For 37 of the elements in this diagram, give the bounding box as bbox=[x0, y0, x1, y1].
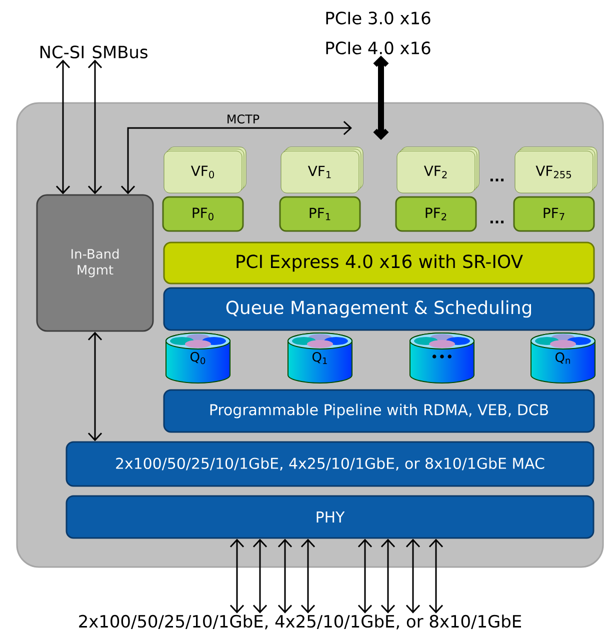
function-box: PF$_{0}$ bbox=[162, 196, 244, 232]
arrow bbox=[88, 332, 102, 442]
arrow bbox=[380, 538, 396, 614]
arrow bbox=[230, 538, 244, 614]
block-bar: PHY bbox=[66, 495, 594, 539]
function-box: PF$_{7}$ bbox=[513, 196, 595, 232]
queue-cylinder: Q$_{1}$ bbox=[288, 332, 352, 384]
management-box: In-Band Mgmt bbox=[36, 194, 154, 332]
arrow bbox=[428, 538, 444, 614]
function-box: PF$_{2}$ bbox=[395, 196, 477, 232]
ellipsis: ... bbox=[490, 178, 504, 182]
block-bar: PCI Express 4.0 x16 with SR-IOV bbox=[163, 242, 595, 284]
block-bar: Programmable Pipeline with RDMA, VEB, DCB bbox=[163, 389, 595, 433]
arrow bbox=[120, 120, 352, 194]
interface-label: 2x100/50/25/10/1GbE, 4x25/10/1GbE, or 8x10/1GbE bbox=[79, 614, 521, 630]
function-stack: VF$_{1}$ bbox=[280, 146, 364, 194]
ellipsis: ... bbox=[490, 220, 504, 224]
interface-label: SMBus bbox=[92, 46, 148, 58]
function-box: PF$_{1}$ bbox=[279, 196, 361, 232]
interface-label: PCIe 3.0 x16 PCIe 4.0 x16 bbox=[326, 12, 430, 54]
arrow bbox=[56, 60, 70, 194]
arrow bbox=[88, 60, 102, 194]
function-stack: VF$_{2}$ bbox=[396, 146, 480, 194]
queue-cylinder: Q$_{0}$ bbox=[166, 332, 230, 384]
arrow bbox=[373, 56, 389, 140]
function-stack: VF$_{0}$ bbox=[164, 146, 246, 194]
queue-cylinder: ••• bbox=[410, 332, 474, 384]
queue-cylinder: Q$_{n}$ bbox=[530, 332, 596, 384]
arrow bbox=[252, 538, 268, 614]
block-bar: 2x100/50/25/10/1GbE, 4x25/10/1GbE, or 8x10/1GbE MAC bbox=[66, 441, 594, 487]
function-stack: VF$_{255}$ bbox=[514, 146, 598, 194]
interface-label: NC-SI bbox=[40, 46, 84, 58]
arrow bbox=[358, 538, 372, 614]
arrow bbox=[406, 538, 420, 614]
arrow bbox=[300, 538, 316, 614]
block-bar: Queue Management & Scheduling bbox=[163, 287, 595, 331]
arrow bbox=[278, 538, 292, 614]
